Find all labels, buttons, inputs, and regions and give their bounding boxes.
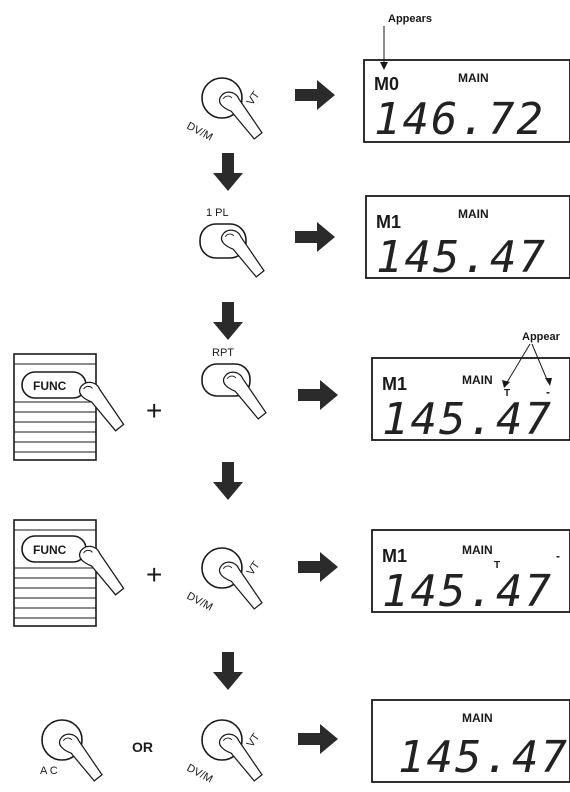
lcd-display-4: M1 MAIN T - 145.47 [371,529,570,617]
band-indicator: MAIN [462,373,493,387]
band-indicator: MAIN [458,71,489,85]
dvm-key-label: DV/M [185,120,215,144]
lcd-display-1: M0 MAIN 146.72 [363,59,570,145]
lcd-display-3: M1 MAIN T - 145.47 [371,357,570,445]
annotation-arrowhead-icon [545,378,552,386]
right-arrow-icon [298,552,338,582]
lcd-display-2: M1 MAIN 145.47 [365,195,570,283]
or-connector: OR [132,739,153,755]
frequency-readout: 146.72 [374,94,545,145]
annotation-arrowhead-icon [502,380,510,388]
dvm-key-label: DV/M [185,762,215,786]
band-indicator: MAIN [462,711,493,725]
step-3: FUNC + RPT M1 MAIN T - 145.47 Appear [13,331,570,461]
appear-annotation: Appear [522,331,561,343]
tone-indicator: T [494,560,500,571]
frequency-readout: 145.47 [398,732,569,783]
func-pad: FUNC [13,353,125,461]
step-4: FUNC + DV/M VT M1 MAIN T - 145.47 [13,519,570,627]
annotation-pointer [531,343,549,383]
ac-key-label: A C [40,765,58,777]
band-indicator: MAIN [458,207,489,221]
vt-key-label: VT [245,559,263,578]
annotation-arrowhead-icon [380,62,388,70]
plus-sign: + [146,395,162,426]
func-pad: FUNC [13,519,125,627]
vt-key-label: VT [245,89,263,108]
vt-key-label: VT [245,731,263,750]
frequency-readout: 145.47 [382,566,553,617]
rpt-key-label: RPT [212,347,234,359]
channel-indicator: M1 [382,546,407,566]
appears-annotation: Appears [388,13,432,25]
tone-indicator: T [504,388,510,399]
annotation-pointer [505,343,531,385]
channel-indicator: M1 [382,374,407,394]
pl-key-label: 1 PL [206,207,229,219]
dvm-key: DV/M VT [185,77,263,144]
step-2: 1 PL M1 MAIN 145.47 [199,195,570,283]
dvm-key-label: DV/M [185,590,215,614]
down-arrow-icon [213,302,243,340]
channel-indicator: M0 [374,74,399,94]
step-1: DV/M VT M0 MAIN 146.72 Appears [185,13,570,145]
channel-indicator: M1 [376,212,401,232]
step-5: A C OR DV/M VT MAIN 145.47 [40,699,570,786]
right-arrow-icon [295,222,335,252]
down-arrow-icon [213,462,243,500]
right-arrow-icon [295,80,335,110]
right-arrow-icon [298,724,338,754]
plus-sign: + [146,559,162,590]
lcd-display-5: MAIN 145.47 [371,699,570,783]
func-key-label: FUNC [33,379,67,393]
right-arrow-icon [298,380,338,410]
offset-indicator: - [546,385,550,399]
down-arrow-icon [213,153,243,191]
band-indicator: MAIN [462,543,493,557]
frequency-readout: 145.47 [376,232,547,283]
offset-indicator: - [556,549,560,563]
func-key-label: FUNC [33,543,67,557]
frequency-readout: 145.47 [382,394,553,445]
down-arrow-icon [213,652,243,690]
